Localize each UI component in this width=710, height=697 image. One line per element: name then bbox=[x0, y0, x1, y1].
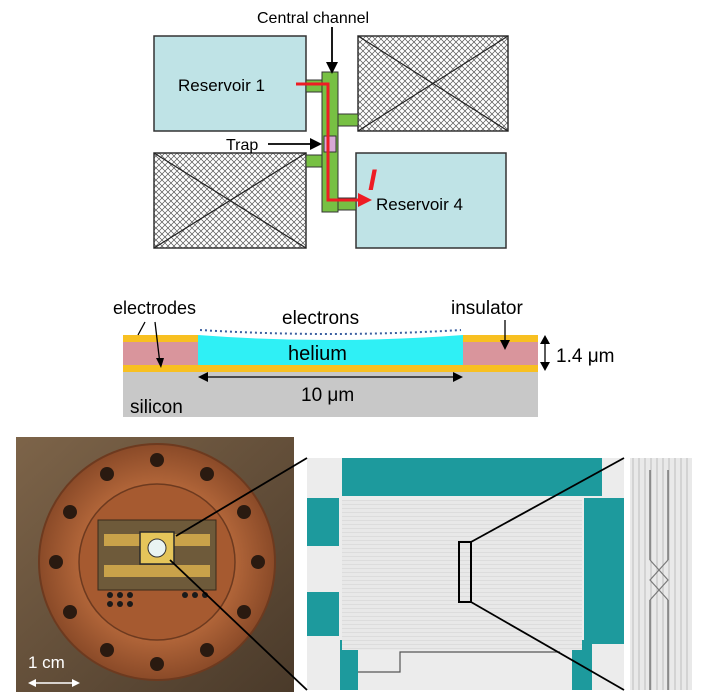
thickness-label: 1.4 μm bbox=[556, 346, 614, 367]
teal-left-bottom bbox=[307, 592, 339, 636]
insulator-right bbox=[463, 342, 538, 365]
width-arrowhead-right bbox=[453, 372, 463, 382]
reservoir-4-label: Reservoir 4 bbox=[376, 195, 463, 214]
teal-left-top bbox=[307, 498, 339, 546]
electrons-label: electrons bbox=[282, 308, 359, 329]
photo-copper-cell: 1 cm bbox=[16, 437, 294, 692]
top-electrode-right bbox=[463, 335, 538, 342]
silicon-label: silicon bbox=[130, 397, 183, 418]
central-channel-label: Central channel bbox=[257, 10, 369, 27]
bolt-holes bbox=[49, 453, 265, 671]
helium-layer bbox=[198, 335, 463, 365]
central-channel-arrowhead bbox=[326, 62, 338, 74]
cross-section: electrodes electrons insulator helium 10… bbox=[113, 298, 614, 418]
scale-arrowhead-left bbox=[28, 679, 36, 687]
electrodes-arrow-1 bbox=[137, 321, 146, 336]
zoom-line-bottom bbox=[169, 559, 308, 691]
width-arrowhead-left bbox=[198, 372, 208, 382]
chip-center bbox=[147, 538, 167, 558]
teal-top bbox=[342, 458, 602, 496]
trap-arrowhead bbox=[310, 138, 322, 150]
zoom-line-top bbox=[175, 457, 308, 537]
current-label: I bbox=[368, 164, 377, 197]
scale-label: 1 cm bbox=[28, 653, 65, 672]
photo-chip-micrograph bbox=[307, 457, 625, 691]
hatched-reservoir-bottom-left bbox=[153, 152, 307, 249]
scale-arrowhead-right bbox=[72, 679, 80, 687]
top-electrode-left bbox=[123, 335, 198, 342]
trap-label: Trap bbox=[226, 137, 258, 154]
reservoir-1-label: Reservoir 1 bbox=[178, 76, 265, 95]
photo-zoom-detail bbox=[630, 458, 692, 690]
insulator-label: insulator bbox=[451, 298, 523, 319]
insulator-left bbox=[123, 342, 198, 365]
trap-region bbox=[323, 135, 337, 153]
electrode-array bbox=[342, 500, 582, 650]
current-arrowhead bbox=[358, 193, 372, 207]
hatched-reservoir-top-right bbox=[357, 35, 509, 132]
current-path bbox=[296, 82, 360, 202]
top-schematic: I Central channel Trap Reservoir 1 Reser… bbox=[153, 10, 509, 249]
electrodes-arrow-2 bbox=[154, 321, 161, 365]
zoom-box bbox=[458, 541, 472, 603]
side-channel-top-left bbox=[305, 79, 323, 93]
side-channel-top-right bbox=[337, 113, 359, 127]
electrodes-label: electrodes bbox=[113, 298, 196, 318]
thickness-arrowhead-bottom bbox=[540, 362, 550, 371]
thickness-arrowhead-top bbox=[540, 335, 550, 344]
electrodes-arrowhead-2 bbox=[156, 358, 164, 368]
teal-bottom-left bbox=[340, 640, 358, 690]
side-channel-bottom-left bbox=[305, 154, 323, 168]
helium-label: helium bbox=[288, 343, 347, 365]
reservoir-4 bbox=[355, 152, 507, 249]
reservoir-1 bbox=[153, 35, 307, 132]
insulator-arrowhead bbox=[500, 340, 510, 350]
width-label: 10 μm bbox=[301, 385, 354, 406]
electrons-layer bbox=[199, 329, 462, 335]
silicon-layer bbox=[123, 372, 538, 417]
bottom-electrode bbox=[123, 365, 538, 372]
teal-right bbox=[584, 498, 624, 644]
pins bbox=[107, 592, 208, 607]
